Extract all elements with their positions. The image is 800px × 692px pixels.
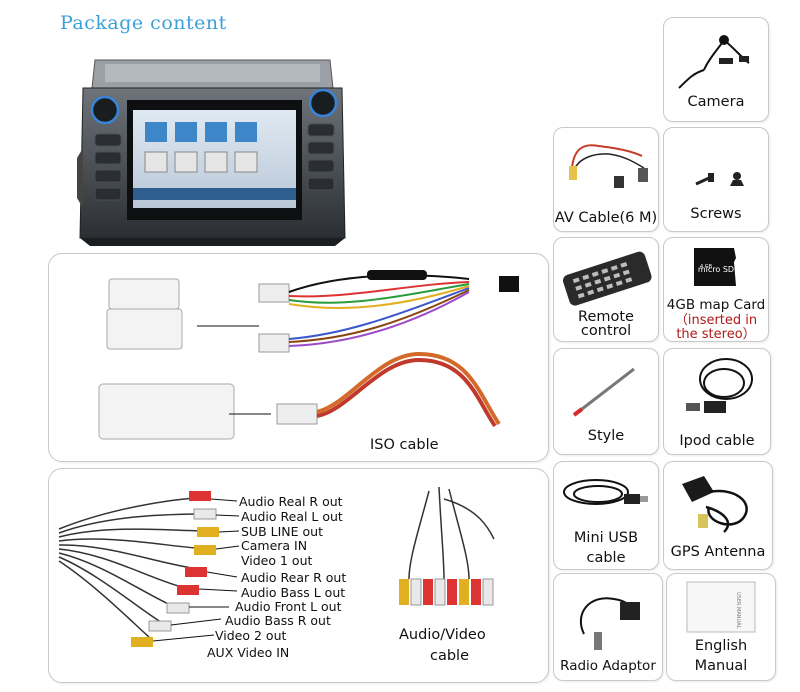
gps-antenna-icon: [682, 476, 748, 533]
card-screws: Screws: [663, 127, 769, 232]
remote-icon: [562, 251, 652, 306]
av-output-label: Audio Bass R out: [225, 613, 331, 628]
av-output-label: Audio Real R out: [239, 494, 343, 509]
av-cable-icon: [569, 144, 648, 188]
manual-label-line1: English: [694, 638, 748, 654]
card-gps: GPS Antenna: [663, 461, 773, 570]
style-label: Style: [587, 428, 625, 444]
iso-cable-illustration: [98, 270, 519, 440]
camera-icon: [678, 35, 750, 89]
sd-card-brand: micro SD: [698, 265, 734, 274]
manual-label-line2: Manual: [694, 658, 748, 674]
sd-card-icon: micro SD 4 GB: [694, 248, 736, 286]
remote-label-line2: control: [580, 323, 632, 339]
iso-cable-label: ISO cable: [370, 437, 439, 453]
card-ipod-cable: Ipod cable: [663, 348, 771, 455]
ipod-cable-icon: [686, 358, 753, 413]
sd-card-size: 4 GB: [700, 264, 713, 270]
screws-icon: [695, 172, 744, 186]
card-av-cable: AV Cable(6 M): [553, 127, 659, 232]
map-card-label: 4GB map Card: [666, 297, 766, 313]
stereo-head-unit-image: [75, 48, 350, 248]
manual-cover-title: USER MANUAL: [735, 592, 741, 629]
av-output-label: Video 1 out: [241, 553, 313, 568]
av-output-label: AUX Video IN: [207, 645, 290, 660]
radio-adaptor-label: Radio Adaptor: [560, 658, 656, 674]
remote-label-line1: Remote: [578, 309, 634, 325]
mini-usb-label-line2: cable: [586, 550, 626, 566]
screws-label: Screws: [690, 206, 742, 222]
card-iso-cable: ISO cable: [48, 253, 549, 462]
av-output-label: Camera IN: [241, 538, 308, 553]
av-output-label: Audio Real L out: [241, 509, 343, 524]
av-cable-panel-label-line1: Audio/Video: [399, 627, 486, 643]
map-card-note-line2: the stereo）: [676, 327, 756, 342]
manual-icon: USER MANUAL: [686, 581, 756, 633]
card-mini-usb: Mini USB cable: [553, 461, 659, 570]
av-output-label: Video 2 out: [215, 628, 287, 643]
av-output-label: Audio Front L out: [235, 599, 342, 614]
radio-adaptor-icon: [579, 597, 640, 650]
av-output-label: Audio Bass L out: [241, 585, 346, 600]
av-output-label: Audio Rear R out: [241, 570, 347, 585]
card-manual: USER MANUAL English Manual: [666, 573, 776, 681]
card-style: Style: [553, 348, 659, 455]
mini-usb-label-line1: Mini USB: [573, 530, 639, 546]
camera-label: Camera: [687, 94, 745, 110]
page-title: Package content: [60, 12, 227, 34]
card-camera: Camera: [663, 17, 769, 122]
card-remote: Remote control: [553, 237, 659, 342]
av-cable-label: AV Cable(6 M): [554, 210, 658, 226]
av-cable-panel-label-line2: cable: [430, 648, 470, 664]
ipod-cable-label: Ipod cable: [679, 433, 755, 449]
card-radio-adaptor: Radio Adaptor: [553, 573, 663, 681]
card-av-harness: Audio Real R out Audio Real L out SUB LI…: [48, 468, 549, 683]
stylus-icon: [572, 367, 635, 417]
av-output-label: SUB LINE out: [241, 524, 323, 539]
av-harness-illustration: [58, 486, 495, 647]
usb-cable-icon: [563, 479, 648, 505]
map-card-note-line1: （inserted in: [674, 313, 758, 328]
gps-label: GPS Antenna: [670, 544, 766, 560]
card-map-card: micro SD 4 GB 4GB map Card （inserted in …: [663, 237, 769, 342]
